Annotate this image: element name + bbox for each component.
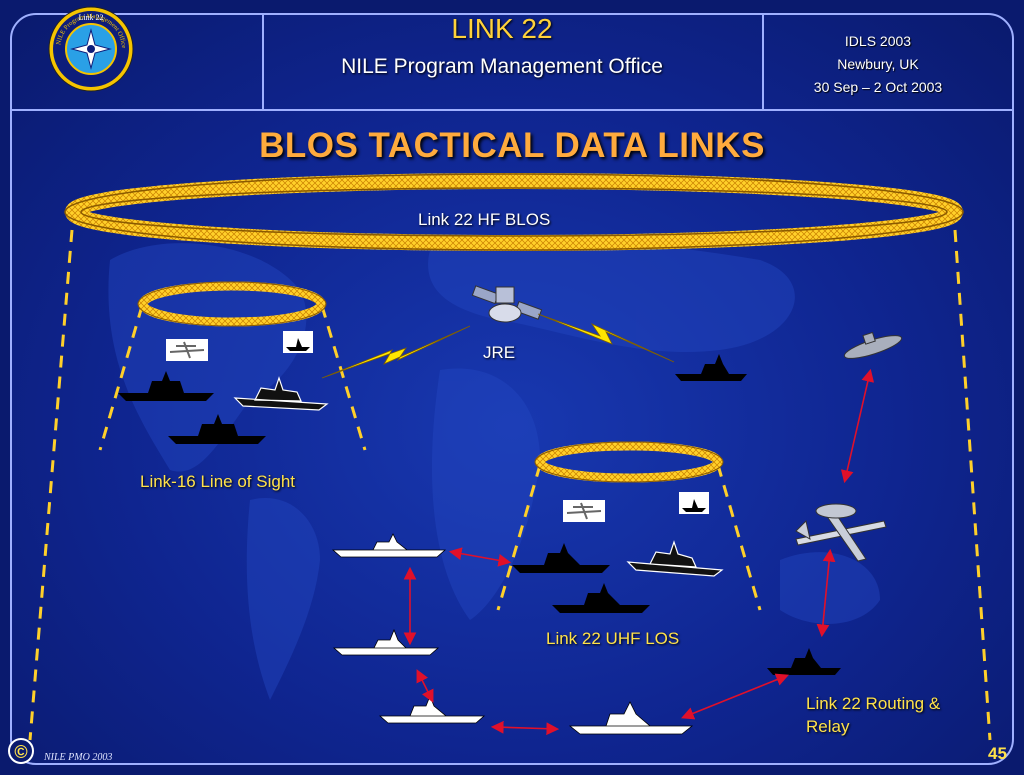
event-name: IDLS 2003: [844, 33, 912, 49]
header-divider-left: [262, 15, 264, 109]
lightning-bolt-right: [537, 313, 675, 363]
label-hf-blos: Link 22 HF BLOS: [418, 210, 551, 229]
header-title: LINK 22: [451, 13, 553, 44]
relay-arrows: [403, 368, 875, 736]
label-jre: JRE: [483, 343, 516, 362]
lightning-bolt-left: [321, 325, 471, 379]
submarine-icon: [843, 331, 903, 359]
ship-icons: [118, 354, 841, 735]
hf-blos-ring: [64, 173, 964, 251]
event-dates: 30 Sep – 2 Oct 2003: [813, 79, 943, 95]
link22-logo-icon: NILE Program Management Office Link 22: [48, 6, 134, 92]
header-divider-right: [762, 15, 764, 109]
label-link16-los: Link-16 Line of Sight: [140, 472, 295, 491]
label-uhf-los: Link 22 UHF LOS: [546, 629, 680, 648]
awacs-aircraft-icon: [795, 503, 887, 562]
copyright-icon: ©: [8, 738, 34, 764]
satellite-icon: [471, 285, 543, 323]
footer-credit: NILE PMO 2003: [44, 752, 113, 763]
label-routing-relay-2: Relay: [806, 717, 850, 736]
page-number: 45: [988, 744, 1007, 763]
coverage-lines: [28, 229, 992, 741]
link16-ring: [137, 281, 327, 327]
header-bar: [12, 15, 1012, 111]
logo-top-text: Link 22: [78, 13, 103, 22]
header-subtitle: NILE Program Management Office: [341, 55, 663, 78]
page-title: BLOS TACTICAL DATA LINKS: [259, 126, 765, 165]
event-location: Newbury, UK: [837, 56, 919, 72]
label-routing-relay-1: Link 22 Routing &: [806, 694, 941, 713]
uhf-los-ring: [534, 441, 724, 483]
aircraft-picture-tiles: [166, 331, 709, 522]
